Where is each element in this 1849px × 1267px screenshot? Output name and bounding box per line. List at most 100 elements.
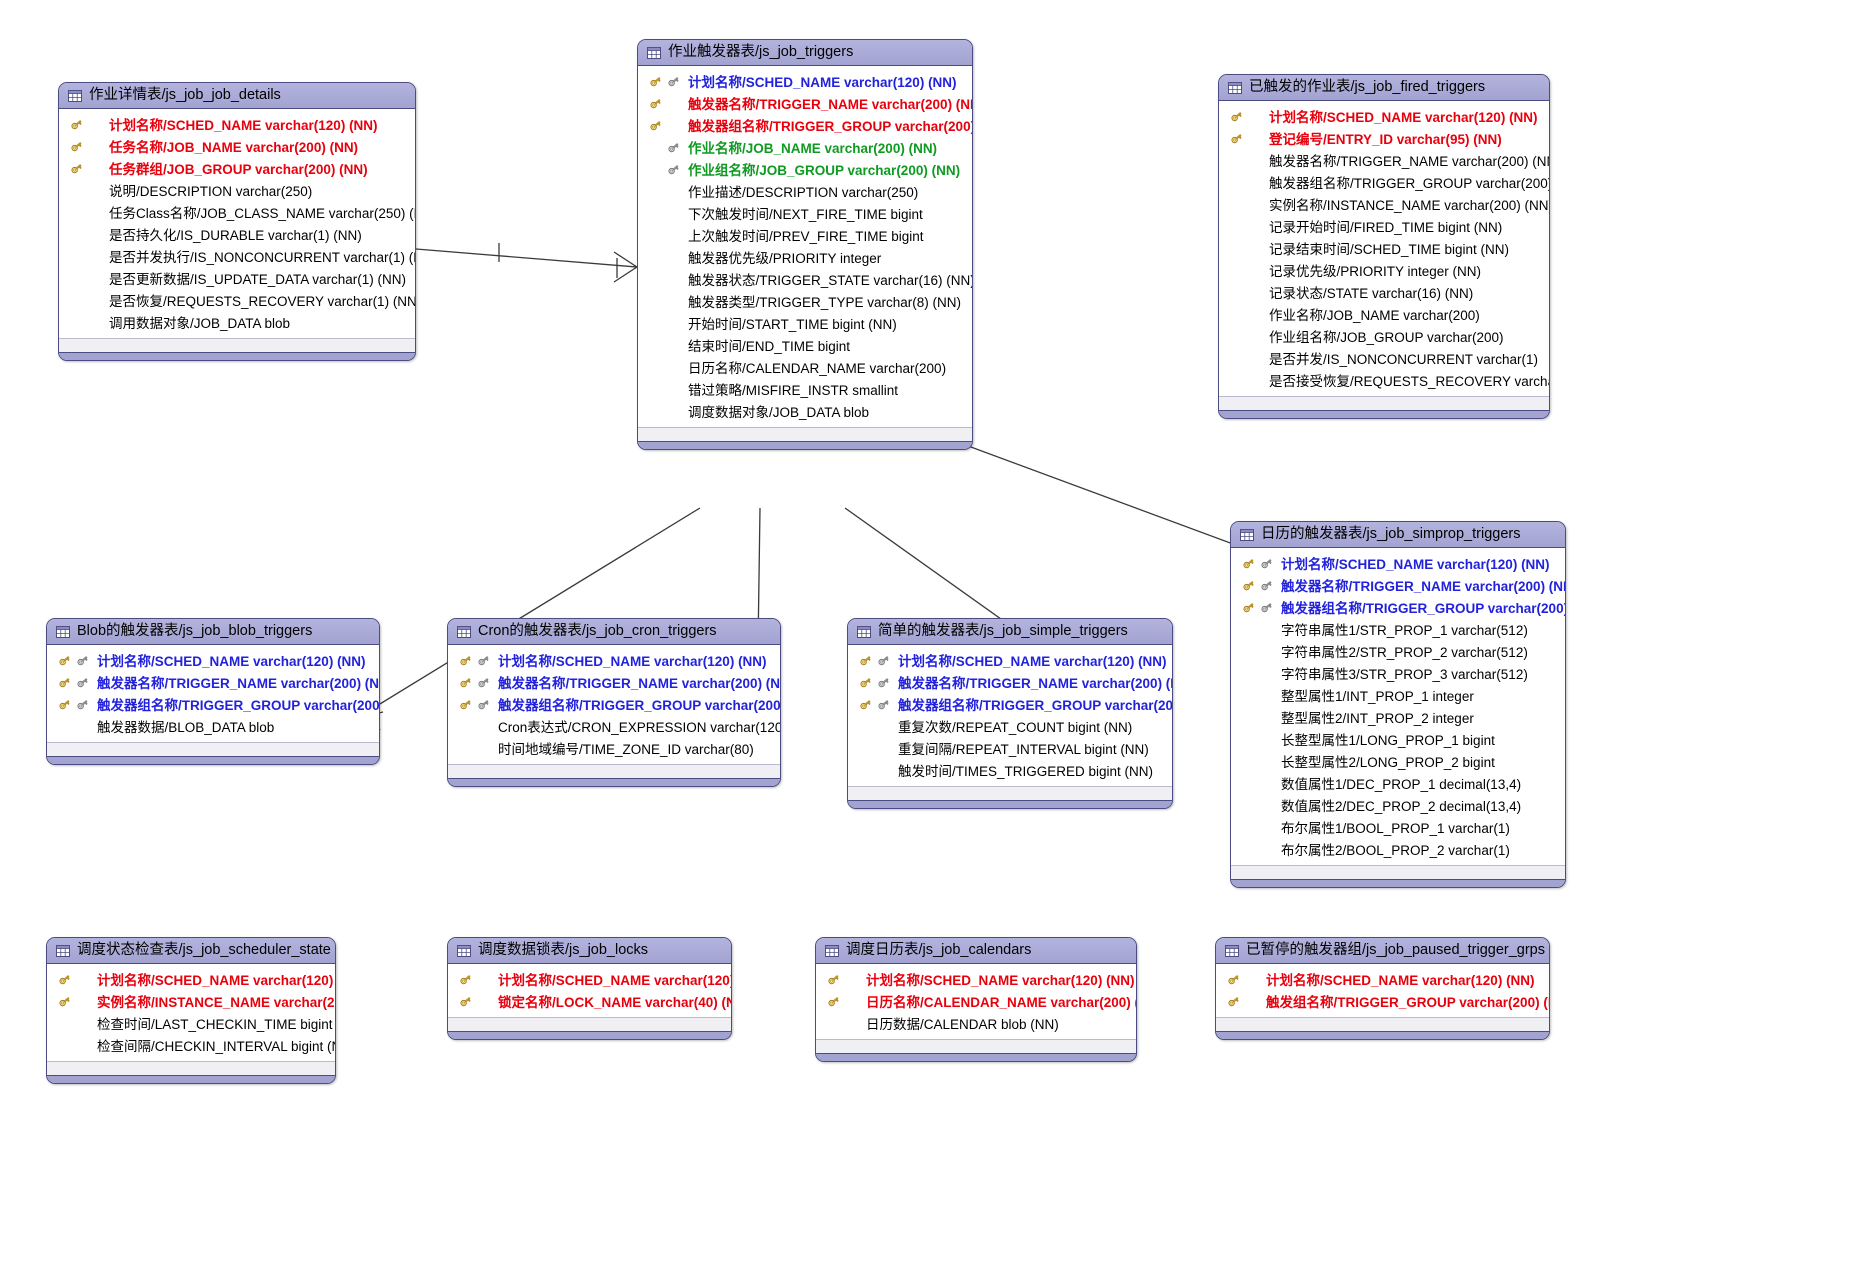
attribute-row[interactable]: 是否并发/IS_NONCONCURRENT varchar(1) (1219, 347, 1549, 369)
attribute-row[interactable]: 记录状态/STATE varchar(16) (NN) (1219, 281, 1549, 303)
entity-calendars[interactable]: 调度日历表/js_job_calendars 计划名称/SCHED_NAME va… (815, 937, 1137, 1062)
entity-blob_triggers[interactable]: Blob的触发器表/js_job_blob_triggers 计划名称/SCHED… (46, 618, 380, 765)
attribute-row[interactable]: 实例名称/INSTANCE_NAME varchar(200) (NN) (1219, 193, 1549, 215)
attribute-row[interactable]: 实例名称/INSTANCE_NAME varchar(200) (NN) (47, 990, 335, 1012)
attribute-row[interactable]: 结束时间/END_TIME bigint (638, 334, 972, 356)
entity-header-locks[interactable]: 调度数据锁表/js_job_locks (448, 938, 731, 964)
attribute-row[interactable]: 触发器名称/TRIGGER_NAME varchar(200) (NN) (1231, 574, 1565, 596)
attribute-row[interactable]: 登记编号/ENTRY_ID varchar(95) (NN) (1219, 127, 1549, 149)
attribute-row[interactable]: 是否并发执行/IS_NONCONCURRENT varchar(1) (NN) (59, 245, 415, 267)
attribute-row[interactable]: 计划名称/SCHED_NAME varchar(120) (NN) (47, 649, 379, 671)
attribute-row[interactable]: 计划名称/SCHED_NAME varchar(120) (NN) (848, 649, 1172, 671)
attribute-row[interactable]: 是否更新数据/IS_UPDATE_DATA varchar(1) (NN) (59, 267, 415, 289)
entity-header-triggers[interactable]: 作业触发器表/js_job_triggers (638, 40, 972, 66)
entity-paused_trigger_grps[interactable]: 已暂停的触发器组/js_job_paused_trigger_grps 计划名称/… (1215, 937, 1550, 1040)
attribute-row[interactable]: 计划名称/SCHED_NAME varchar(120) (NN) (1231, 552, 1565, 574)
attribute-row[interactable]: 记录结束时间/SCHED_TIME bigint (NN) (1219, 237, 1549, 259)
attribute-row[interactable]: 字符串属性3/STR_PROP_3 varchar(512) (1231, 662, 1565, 684)
attribute-row[interactable]: 计划名称/SCHED_NAME varchar(120) (NN) (1216, 968, 1549, 990)
attribute-row[interactable]: 触发组名称/TRIGGER_GROUP varchar(200) (NN) (1216, 990, 1549, 1012)
entity-header-blob_triggers[interactable]: Blob的触发器表/js_job_blob_triggers (47, 619, 379, 645)
attribute-row[interactable]: 数值属性1/DEC_PROP_1 decimal(13,4) (1231, 772, 1565, 794)
entity-locks[interactable]: 调度数据锁表/js_job_locks 计划名称/SCHED_NAME varch… (447, 937, 732, 1040)
attribute-row[interactable]: 检查间隔/CHECKIN_INTERVAL bigint (NN) (47, 1034, 335, 1056)
attribute-row[interactable]: 长整型属性1/LONG_PROP_1 bigint (1231, 728, 1565, 750)
entity-header-scheduler_state[interactable]: 调度状态检查表/js_job_scheduler_state (47, 938, 335, 964)
attribute-row[interactable]: 调度数据对象/JOB_DATA blob (638, 400, 972, 422)
attribute-row[interactable]: 字符串属性2/STR_PROP_2 varchar(512) (1231, 640, 1565, 662)
attribute-row[interactable]: 记录优先级/PRIORITY integer (NN) (1219, 259, 1549, 281)
attribute-row[interactable]: 计划名称/SCHED_NAME varchar(120) (NN) (1219, 105, 1549, 127)
entity-header-job_details[interactable]: 作业详情表/js_job_job_details (59, 83, 415, 109)
entity-header-calendars[interactable]: 调度日历表/js_job_calendars (816, 938, 1136, 964)
attribute-row[interactable]: 上次触发时间/PREV_FIRE_TIME bigint (638, 224, 972, 246)
entity-job_details[interactable]: 作业详情表/js_job_job_details 计划名称/SCHED_NAME … (58, 82, 416, 361)
attribute-row[interactable]: 整型属性1/INT_PROP_1 integer (1231, 684, 1565, 706)
entity-header-simprop_triggers[interactable]: 日历的触发器表/js_job_simprop_triggers (1231, 522, 1565, 548)
attribute-row[interactable]: 触发器组名称/TRIGGER_GROUP varchar(200) (NN) (638, 114, 972, 136)
attribute-row[interactable]: 锁定名称/LOCK_NAME varchar(40) (NN) (448, 990, 731, 1012)
attribute-row[interactable]: 时间地域编号/TIME_ZONE_ID varchar(80) (448, 737, 780, 759)
attribute-row[interactable]: 布尔属性1/BOOL_PROP_1 varchar(1) (1231, 816, 1565, 838)
attribute-row[interactable]: 错过策略/MISFIRE_INSTR smallint (638, 378, 972, 400)
entity-triggers[interactable]: 作业触发器表/js_job_triggers 计划名称/SCHED_NAME va… (637, 39, 973, 450)
entity-cron_triggers[interactable]: Cron的触发器表/js_job_cron_triggers 计划名称/SCHED… (447, 618, 781, 787)
entity-header-cron_triggers[interactable]: Cron的触发器表/js_job_cron_triggers (448, 619, 780, 645)
attribute-row[interactable]: 触发器组名称/TRIGGER_GROUP varchar(200) (NN) (848, 693, 1172, 715)
attribute-row[interactable]: 任务Class名称/JOB_CLASS_NAME varchar(250) (N… (59, 201, 415, 223)
attribute-row[interactable]: 触发器组名称/TRIGGER_GROUP varchar(200) (NN) (1219, 171, 1549, 193)
attribute-row[interactable]: 整型属性2/INT_PROP_2 integer (1231, 706, 1565, 728)
attribute-row[interactable]: 重复间隔/REPEAT_INTERVAL bigint (NN) (848, 737, 1172, 759)
entity-fired_triggers[interactable]: 已触发的作业表/js_job_fired_triggers 计划名称/SCHED_… (1218, 74, 1550, 419)
attribute-row[interactable]: 触发时间/TIMES_TRIGGERED bigint (NN) (848, 759, 1172, 781)
attribute-row[interactable]: 作业名称/JOB_NAME varchar(200) (NN) (638, 136, 972, 158)
attribute-row[interactable]: 检查时间/LAST_CHECKIN_TIME bigint (NN) (47, 1012, 335, 1034)
attribute-row[interactable]: 任务群组/JOB_GROUP varchar(200) (NN) (59, 157, 415, 179)
attribute-row[interactable]: 触发器名称/TRIGGER_NAME varchar(200) (NN) (1219, 149, 1549, 171)
attribute-row[interactable]: 触发器优先级/PRIORITY integer (638, 246, 972, 268)
attribute-row[interactable]: 日历数据/CALENDAR blob (NN) (816, 1012, 1136, 1034)
attribute-row[interactable]: 说明/DESCRIPTION varchar(250) (59, 179, 415, 201)
attribute-row[interactable]: 下次触发时间/NEXT_FIRE_TIME bigint (638, 202, 972, 224)
attribute-row[interactable]: 计划名称/SCHED_NAME varchar(120) (NN) (59, 113, 415, 135)
attribute-row[interactable]: 是否接受恢复/REQUESTS_RECOVERY varchar(1) (1219, 369, 1549, 391)
attribute-row[interactable]: 计划名称/SCHED_NAME varchar(120) (NN) (638, 70, 972, 92)
attribute-row[interactable]: 数值属性2/DEC_PROP_2 decimal(13,4) (1231, 794, 1565, 816)
attribute-row[interactable]: 是否持久化/IS_DURABLE varchar(1) (NN) (59, 223, 415, 245)
attribute-row[interactable]: 计划名称/SCHED_NAME varchar(120) (NN) (448, 968, 731, 990)
attribute-row[interactable]: 是否恢复/REQUESTS_RECOVERY varchar(1) (NN) (59, 289, 415, 311)
attribute-row[interactable]: Cron表达式/CRON_EXPRESSION varchar(120) (NN… (448, 715, 780, 737)
attribute-row[interactable]: 长整型属性2/LONG_PROP_2 bigint (1231, 750, 1565, 772)
attribute-row[interactable]: 作业描述/DESCRIPTION varchar(250) (638, 180, 972, 202)
attribute-row[interactable]: 触发器类型/TRIGGER_TYPE varchar(8) (NN) (638, 290, 972, 312)
attribute-row[interactable]: 触发器组名称/TRIGGER_GROUP varchar(200) (NN) (1231, 596, 1565, 618)
attribute-row[interactable]: 触发器组名称/TRIGGER_GROUP varchar(200) (NN) (448, 693, 780, 715)
attribute-row[interactable]: 日历名称/CALENDAR_NAME varchar(200) (NN) (816, 990, 1136, 1012)
entity-header-fired_triggers[interactable]: 已触发的作业表/js_job_fired_triggers (1219, 75, 1549, 101)
attribute-row[interactable]: 作业名称/JOB_NAME varchar(200) (1219, 303, 1549, 325)
attribute-row[interactable]: 触发器名称/TRIGGER_NAME varchar(200) (NN) (638, 92, 972, 114)
entity-scheduler_state[interactable]: 调度状态检查表/js_job_scheduler_state 计划名称/SCHED… (46, 937, 336, 1084)
attribute-row[interactable]: 开始时间/START_TIME bigint (NN) (638, 312, 972, 334)
attribute-row[interactable]: 作业组名称/JOB_GROUP varchar(200) (NN) (638, 158, 972, 180)
attribute-row[interactable]: 触发器名称/TRIGGER_NAME varchar(200) (NN) (848, 671, 1172, 693)
attribute-row[interactable]: 作业组名称/JOB_GROUP varchar(200) (1219, 325, 1549, 347)
attribute-row[interactable]: 触发器名称/TRIGGER_NAME varchar(200) (NN) (448, 671, 780, 693)
attribute-row[interactable]: 任务名称/JOB_NAME varchar(200) (NN) (59, 135, 415, 157)
attribute-row[interactable]: 调用数据对象/JOB_DATA blob (59, 311, 415, 333)
attribute-row[interactable]: 记录开始时间/FIRED_TIME bigint (NN) (1219, 215, 1549, 237)
attribute-row[interactable]: 触发器状态/TRIGGER_STATE varchar(16) (NN) (638, 268, 972, 290)
attribute-row[interactable]: 日历名称/CALENDAR_NAME varchar(200) (638, 356, 972, 378)
attribute-row[interactable]: 触发器组名称/TRIGGER_GROUP varchar(200) (NN) (47, 693, 379, 715)
attribute-row[interactable]: 字符串属性1/STR_PROP_1 varchar(512) (1231, 618, 1565, 640)
attribute-row[interactable]: 触发器数据/BLOB_DATA blob (47, 715, 379, 737)
entity-header-paused_trigger_grps[interactable]: 已暂停的触发器组/js_job_paused_trigger_grps (1216, 938, 1549, 964)
attribute-row[interactable]: 计划名称/SCHED_NAME varchar(120) (NN) (816, 968, 1136, 990)
entity-simprop_triggers[interactable]: 日历的触发器表/js_job_simprop_triggers 计划名称/SCHE… (1230, 521, 1566, 888)
attribute-row[interactable]: 计划名称/SCHED_NAME varchar(120) (NN) (448, 649, 780, 671)
attribute-row[interactable]: 触发器名称/TRIGGER_NAME varchar(200) (NN) (47, 671, 379, 693)
attribute-row[interactable]: 计划名称/SCHED_NAME varchar(120) (NN) (47, 968, 335, 990)
attribute-row[interactable]: 重复次数/REPEAT_COUNT bigint (NN) (848, 715, 1172, 737)
attribute-row[interactable]: 布尔属性2/BOOL_PROP_2 varchar(1) (1231, 838, 1565, 860)
